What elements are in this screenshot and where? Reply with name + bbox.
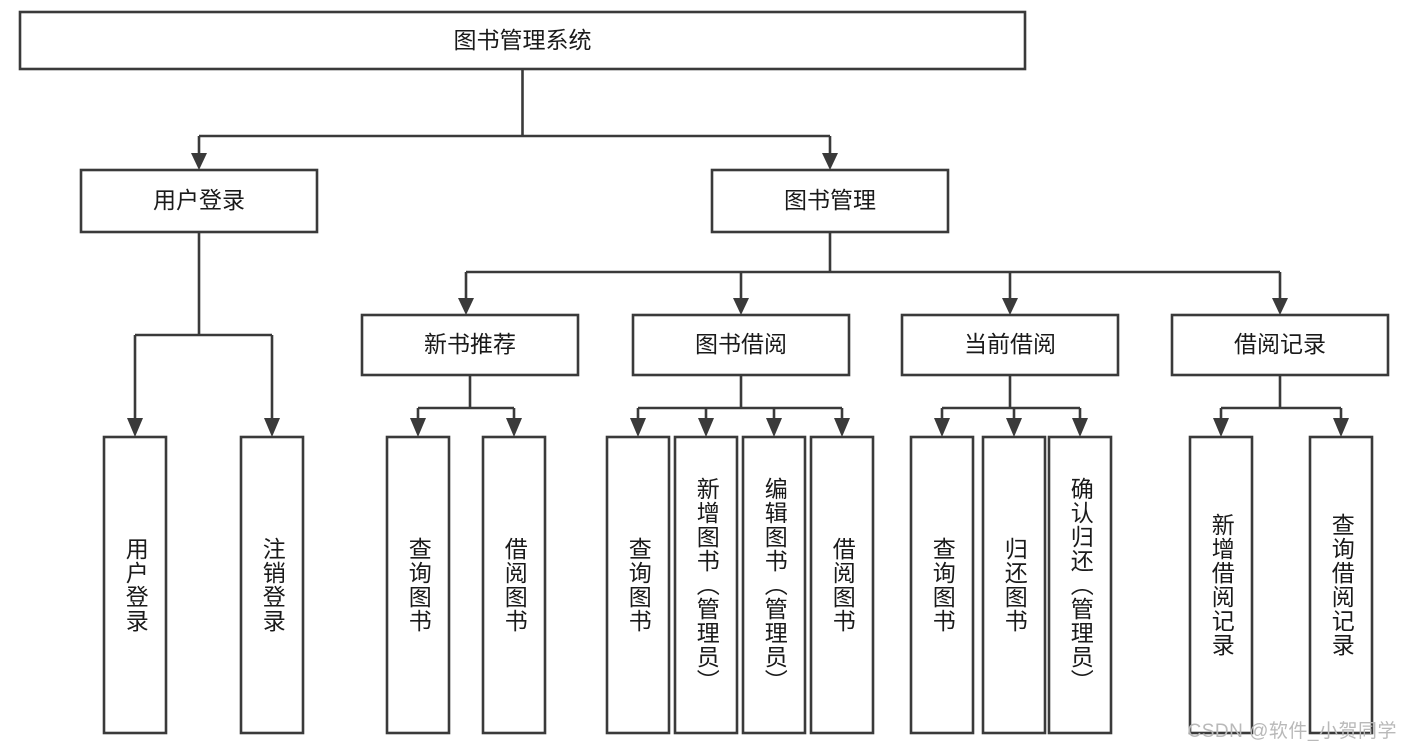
leaf-boxes	[102, 435, 1374, 735]
arrow-head-icon	[698, 418, 714, 437]
connector-book-borrow-to-leaves	[630, 375, 850, 437]
node-book-management[interactable]: 图书管理	[710, 168, 950, 234]
arrow-head-icon	[458, 298, 474, 315]
leaf-box-user-logout[interactable]	[239, 435, 305, 735]
arrow-head-icon	[834, 418, 850, 437]
arrow-head-icon	[934, 418, 950, 437]
connector-root-to-level1	[191, 69, 838, 170]
level2-box-new-book-recommend[interactable]	[360, 313, 580, 377]
arrow-head-icon	[733, 298, 749, 315]
level1-box-user-login[interactable]	[79, 168, 319, 234]
arrow-head-icon	[506, 418, 522, 437]
leaf-box-add-book-admin[interactable]	[673, 435, 739, 735]
node-user-login[interactable]: 用户登录	[79, 168, 319, 234]
arrow-head-icon	[630, 418, 646, 437]
arrow-head-icon	[822, 153, 838, 170]
leaf-box-query-borrow-record[interactable]	[1308, 435, 1374, 735]
node-borrow-record[interactable]: 借阅记录	[1170, 313, 1390, 377]
arrow-head-icon	[1002, 298, 1018, 315]
watermark-text: CSDN @软件_小贺同学	[1187, 721, 1397, 742]
arrow-head-icon	[1072, 418, 1088, 437]
node-new-book-recommend[interactable]: 新书推荐	[360, 313, 580, 377]
level2-label-new-book-recommend: 新书推荐	[424, 331, 516, 357]
level1-label-user-login: 用户登录	[153, 187, 245, 213]
arrow-head-icon	[1272, 298, 1288, 315]
leaf-box-add-borrow-record[interactable]	[1188, 435, 1254, 735]
root-label: 图书管理系统	[454, 27, 592, 53]
leaf-box-user-login[interactable]	[102, 435, 168, 735]
node-root[interactable]: 图书管理系统	[18, 10, 1027, 71]
leaf-box-query-book-recommend[interactable]	[385, 435, 451, 735]
arrow-head-icon	[191, 153, 207, 170]
root-box[interactable]	[18, 10, 1027, 71]
connector-current-borrow-to-leaves	[934, 375, 1088, 437]
level1-label-book-management: 图书管理	[784, 187, 876, 213]
level2-label-current-borrow: 当前借阅	[964, 331, 1056, 357]
level2-label-book-borrow: 图书借阅	[695, 331, 787, 357]
arrow-head-icon	[766, 418, 782, 437]
arrow-head-icon	[1333, 418, 1349, 437]
connector-user-login-to-leaves	[127, 232, 280, 437]
level2-label-borrow-record: 借阅记录	[1234, 331, 1326, 357]
arrow-head-icon	[1213, 418, 1229, 437]
leaf-box-borrow-book-recommend[interactable]	[481, 435, 547, 735]
arrow-head-icon	[1006, 418, 1022, 437]
node-book-borrow[interactable]: 图书借阅	[631, 313, 851, 377]
leaf-box-return-book[interactable]	[981, 435, 1047, 735]
connector-borrow-record-to-leaves	[1213, 375, 1349, 437]
leaf-box-edit-book-admin[interactable]	[741, 435, 807, 735]
connector-new-book-recommend-to-leaves	[410, 375, 522, 437]
leaf-box-query-book-current[interactable]	[909, 435, 975, 735]
node-current-borrow[interactable]: 当前借阅	[900, 313, 1120, 377]
leaf-box-query-book-borrow[interactable]	[605, 435, 671, 735]
level2-box-current-borrow[interactable]	[900, 313, 1120, 377]
leaf-box-confirm-return-admin[interactable]	[1047, 435, 1113, 735]
arrow-head-icon	[127, 418, 143, 437]
leaf-box-borrow-book[interactable]	[809, 435, 875, 735]
connector-book-management-to-level2	[458, 232, 1288, 315]
arrow-head-icon	[264, 418, 280, 437]
arrow-head-icon	[410, 418, 426, 437]
